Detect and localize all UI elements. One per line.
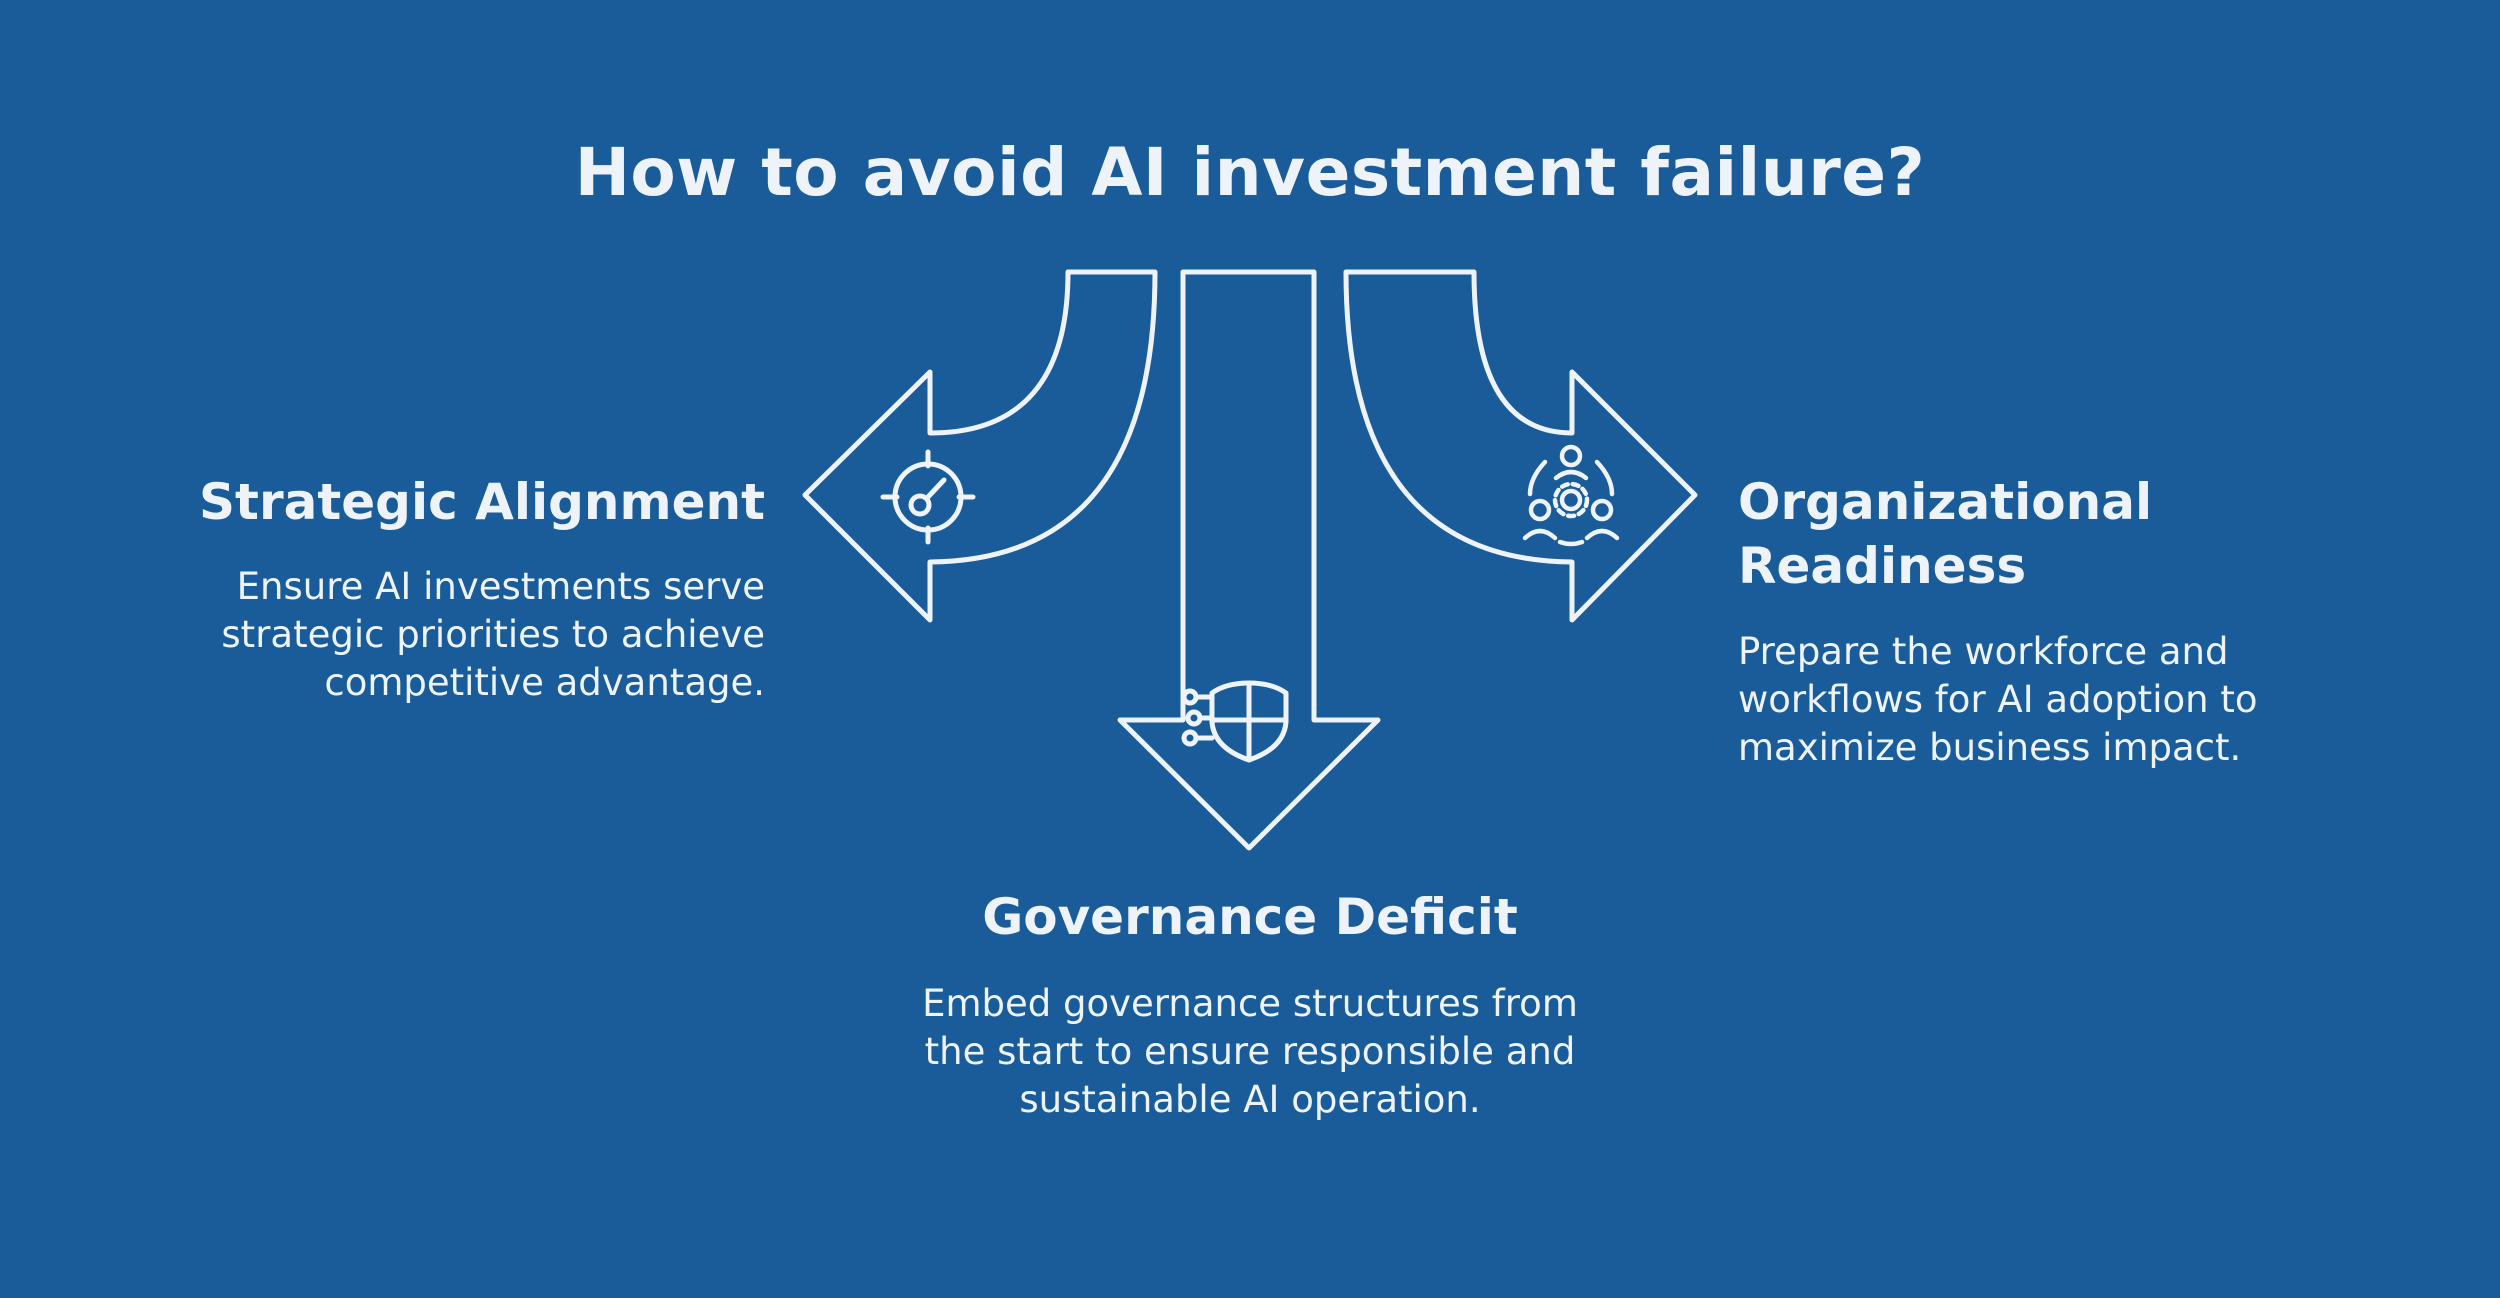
gauge-target-icon bbox=[880, 449, 976, 545]
strategic-alignment-heading: Strategic Alignment bbox=[199, 473, 765, 531]
circuit-shield-icon bbox=[1181, 680, 1289, 763]
strategic-alignment-description: Ensure AI investments serve strategic pr… bbox=[221, 565, 765, 704]
organizational-readiness-description: Prepare the workforce and workflows for … bbox=[1738, 630, 2258, 769]
governance-deficit-description: Embed governance structures from the sta… bbox=[922, 982, 1578, 1121]
organizational-readiness-heading: Organizational Readiness bbox=[1738, 473, 2153, 595]
left-branch-arrow bbox=[802, 269, 1158, 623]
center-branch-arrow bbox=[1117, 269, 1381, 851]
diagram-title: How to avoid AI investment failure? bbox=[574, 134, 1926, 211]
team-gear-icon bbox=[1522, 444, 1620, 547]
governance-deficit-heading: Governance Deficit bbox=[982, 888, 1518, 946]
right-branch-arrow bbox=[1343, 269, 1698, 623]
